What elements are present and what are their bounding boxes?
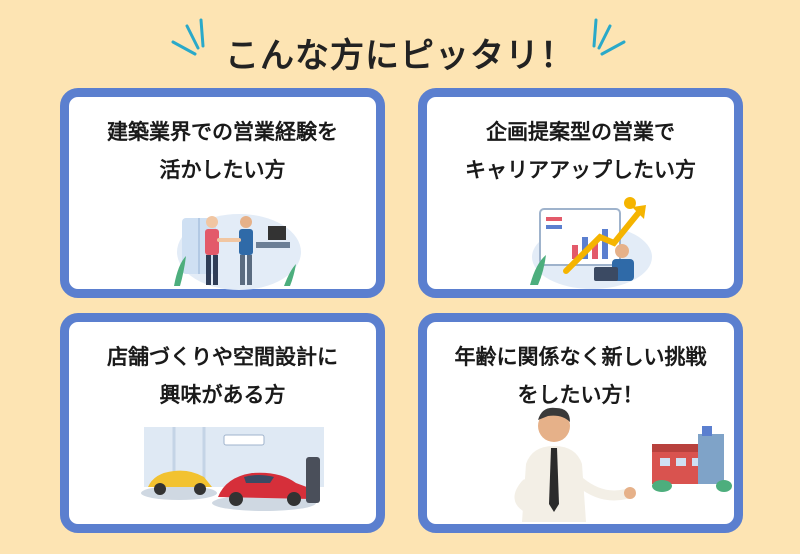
card-proposal-sales: 企画提案型の営業で キャリアアップしたい方 xyxy=(418,88,743,298)
growth-chart-laptop-illustration xyxy=(530,197,652,289)
car-showroom-illustration xyxy=(141,427,324,511)
card-text: 年齢に関係なく新しい挑戦 をしたい方！ xyxy=(427,338,734,414)
presenting-man-illustration xyxy=(514,407,732,522)
card-construction-sales: 建築業界での営業経験を 活かしたい方 xyxy=(60,88,385,298)
sparkle-left-icon xyxy=(171,18,205,56)
card-line: 活かしたい方 xyxy=(159,158,286,182)
card-new-challenge: 年齢に関係なく新しい挑戦 をしたい方！ xyxy=(418,313,743,533)
card-text: 店舗づくりや空間設計に 興味がある方 xyxy=(69,338,376,414)
card-line: 企画提案型の営業で xyxy=(486,120,675,144)
card-line: をしたい方！ xyxy=(517,383,644,407)
business-handshake-illustration xyxy=(174,214,301,290)
card-line: 年齢に関係なく新しい挑戦 xyxy=(454,345,707,369)
page-title: こんな方にピッタリ！ xyxy=(225,36,575,76)
card-line: 建築業界での営業経験を xyxy=(107,120,338,144)
card-store-design: 店舗づくりや空間設計に 興味がある方 xyxy=(60,313,385,533)
card-line: 店舗づくりや空間設計に xyxy=(107,345,338,369)
card-line: キャリアアップしたい方 xyxy=(465,158,696,182)
card-text: 企画提案型の営業で キャリアアップしたい方 xyxy=(427,113,734,189)
card-text: 建築業界での営業経験を 活かしたい方 xyxy=(69,113,376,189)
sparkle-right-icon xyxy=(592,18,626,56)
card-line: 興味がある方 xyxy=(159,383,286,407)
